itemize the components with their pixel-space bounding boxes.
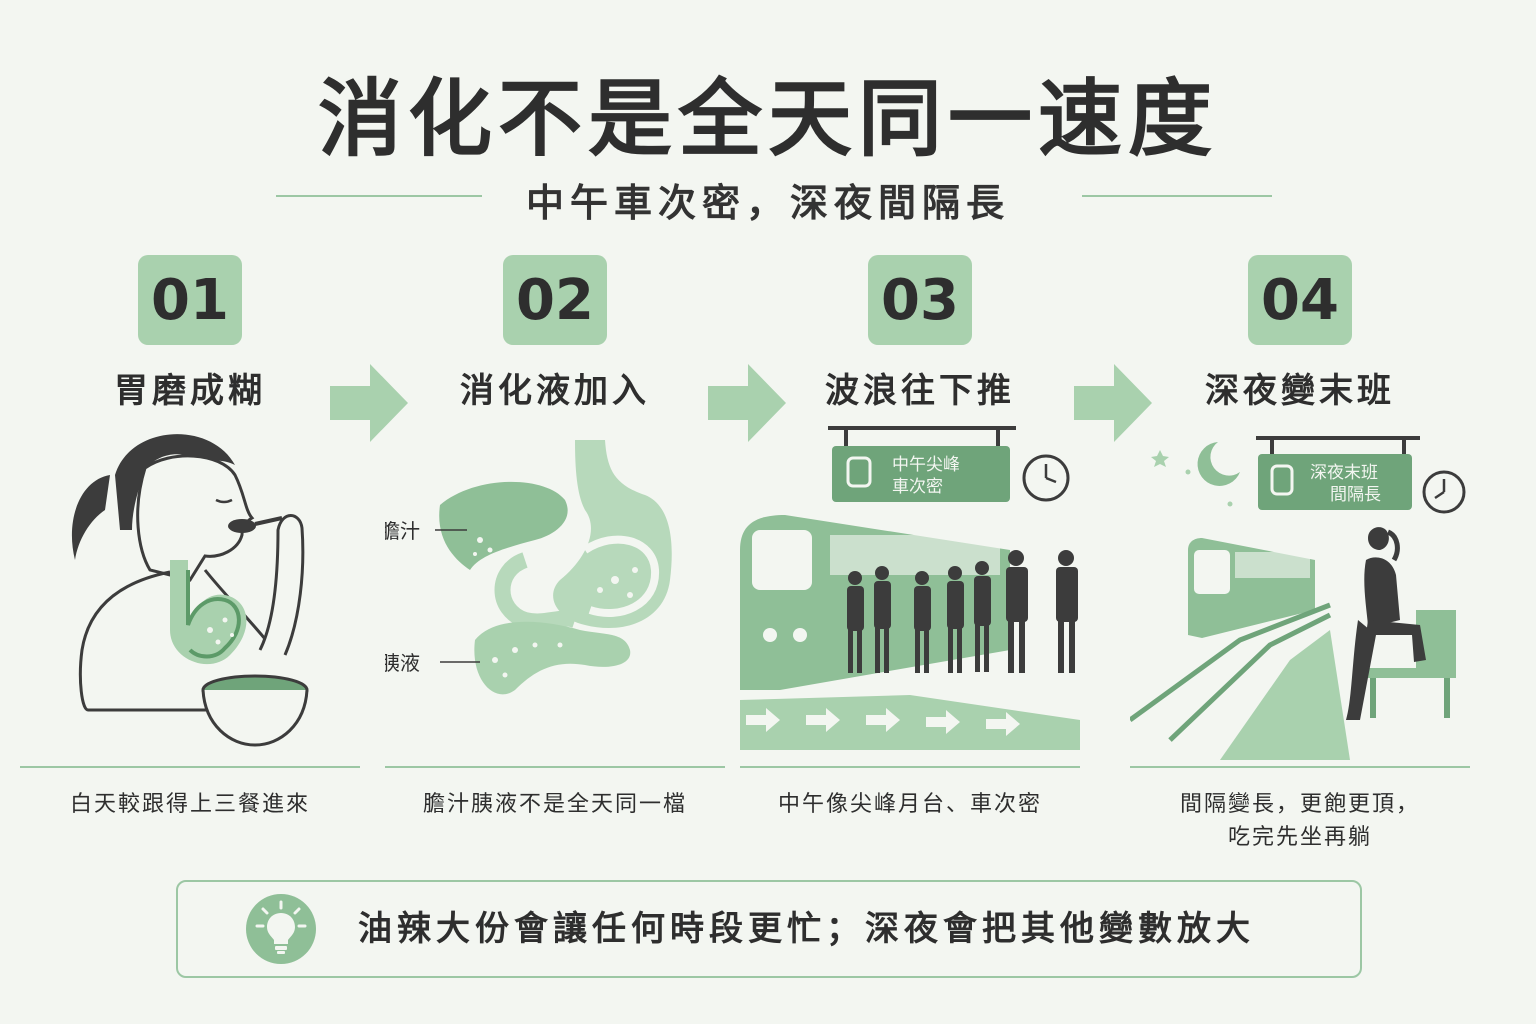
sign-line: 間隔長 xyxy=(1330,485,1381,505)
subtitle-divider-left xyxy=(276,195,482,197)
step-3: 03 波浪往下推 中午尖峰 車次密 xyxy=(740,255,1100,855)
page-title: 消化不是全天同一速度 xyxy=(317,70,1218,168)
subtitle-divider-right xyxy=(1082,195,1272,197)
woman-eating-stomach-icon xyxy=(20,420,360,760)
step-number-badge: 03 xyxy=(868,255,972,345)
sign-line: 深夜末班 xyxy=(1310,463,1378,483)
step-1: 01 胃磨成糊 xyxy=(20,255,360,855)
step-caption: 膽汁胰液不是全天同一檔 xyxy=(385,788,725,821)
pancreatic-label: 胰液 xyxy=(385,651,420,675)
late-night-train-icon: 深夜末班 間隔長 xyxy=(1128,420,1470,760)
step-caption: 白天較跟得上三餐進來 xyxy=(20,788,360,821)
step-number-badge: 04 xyxy=(1248,255,1352,345)
tip-text: 油辣大份會讓任何時段更忙；深夜會把其他變數放大 xyxy=(358,909,1255,949)
crowded-train-platform-icon: 中午尖峰 車次密 xyxy=(740,420,1100,760)
step-4: 04 深夜變末班 深夜末班 間隔長 xyxy=(1128,255,1470,855)
step-title: 消化液加入 xyxy=(460,371,650,411)
sign-line: 中午尖峰 xyxy=(892,455,960,475)
step-divider xyxy=(20,766,360,768)
tip-box: 油辣大份會讓任何時段更忙；深夜會把其他變數放大 xyxy=(176,880,1362,978)
step-caption: 間隔變長，更飽更頂， 吃完先坐再躺 xyxy=(1130,788,1470,854)
step-2: 02 消化液加入 膽汁 胰液 膽汁胰液不是全天同一檔 xyxy=(380,255,725,855)
caption-line: 白天較跟得上三餐進來 xyxy=(69,792,310,817)
step-caption: 中午像尖峰月台、車次密 xyxy=(740,788,1080,821)
step-title: 深夜變末班 xyxy=(1205,371,1395,411)
liver-stomach-pancreas-icon: 膽汁 胰液 xyxy=(380,420,725,760)
arrow-right-icon xyxy=(1074,364,1152,442)
caption-line: 間隔變長，更飽更頂， xyxy=(1179,792,1420,817)
caption-line: 吃完先坐再躺 xyxy=(1227,825,1372,850)
step-title: 波浪往下推 xyxy=(825,371,1015,411)
step-divider xyxy=(385,766,725,768)
step-number-badge: 01 xyxy=(138,255,242,345)
page-subtitle: 中午車次密，深夜間隔長 xyxy=(525,181,1010,225)
bile-label: 膽汁 xyxy=(385,519,420,543)
step-divider xyxy=(1130,766,1470,768)
arrow-right-icon xyxy=(330,364,408,442)
step-divider xyxy=(740,766,1080,768)
lightbulb-icon xyxy=(246,894,316,964)
caption-line: 膽汁胰液不是全天同一檔 xyxy=(422,792,687,817)
step-title: 胃磨成糊 xyxy=(114,371,266,411)
step-number-badge: 02 xyxy=(503,255,607,345)
subtitle-row: 中午車次密，深夜間隔長 xyxy=(0,172,1536,225)
caption-line: 中午像尖峰月台、車次密 xyxy=(777,792,1042,817)
sign-line: 車次密 xyxy=(892,477,943,497)
arrow-right-icon xyxy=(708,364,786,442)
